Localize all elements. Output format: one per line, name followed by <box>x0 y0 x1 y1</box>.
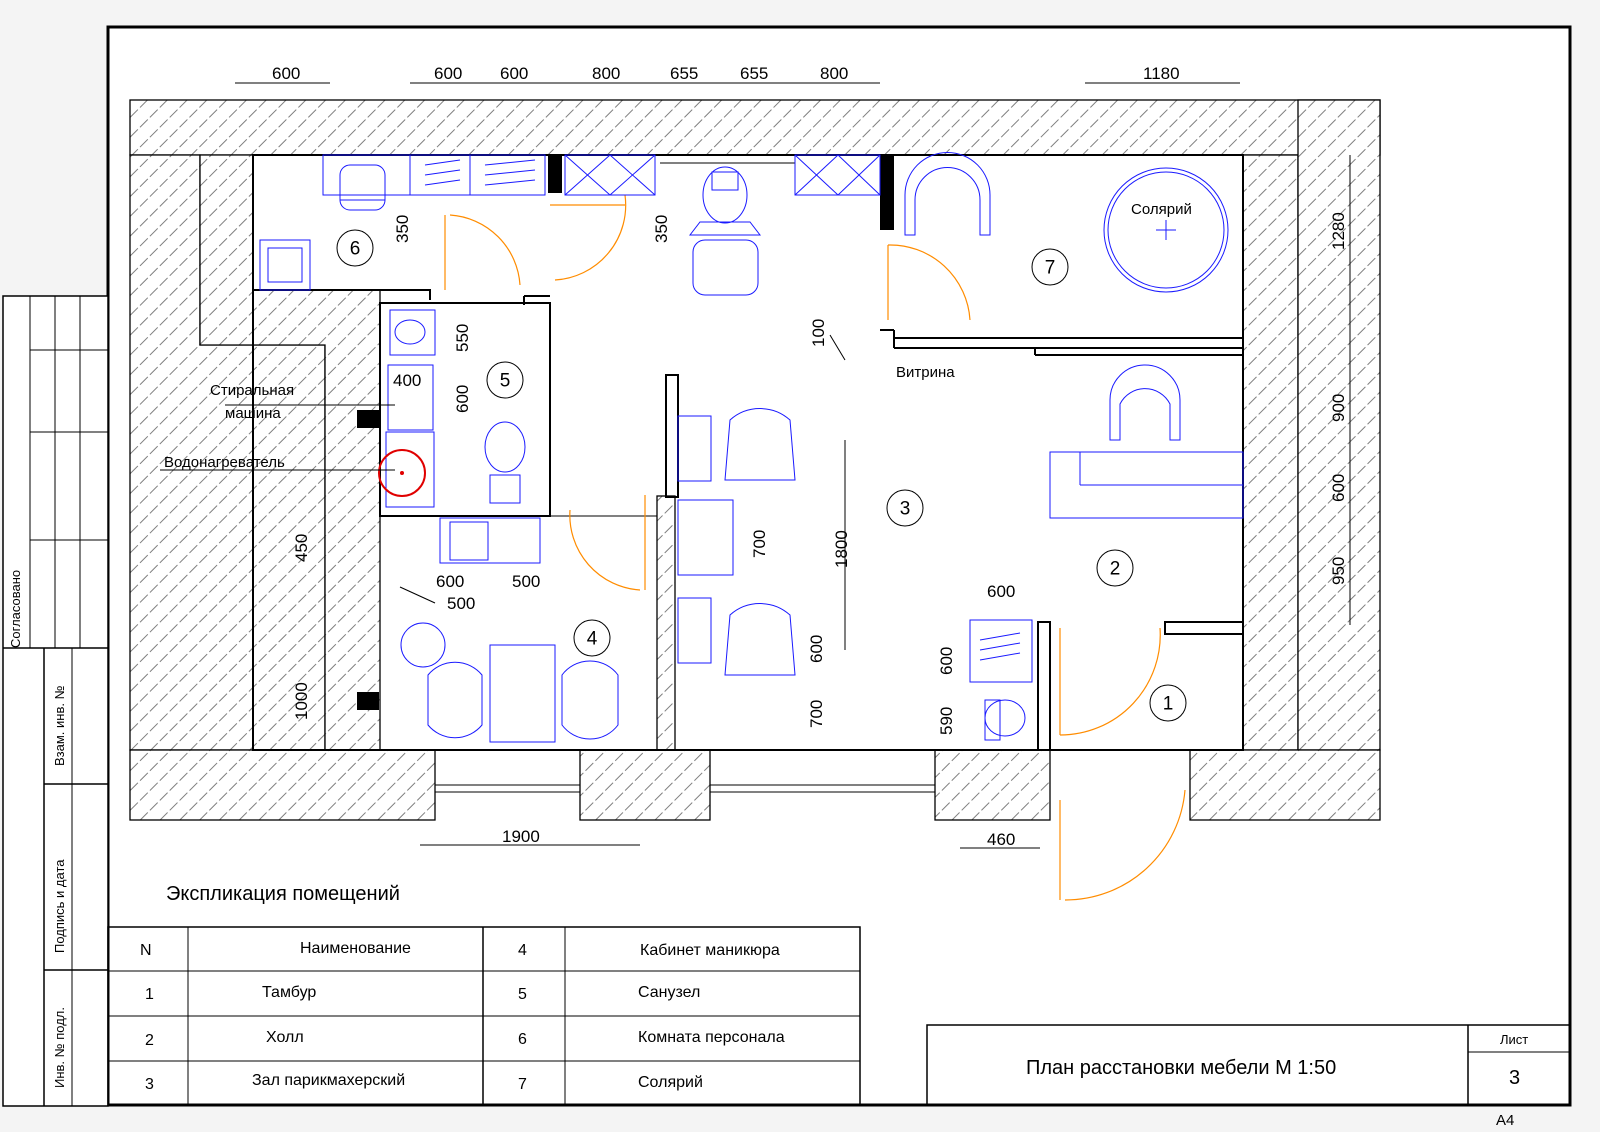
dim-top-1: 600 <box>272 64 300 83</box>
inv-orig-label: Инв. № подл. <box>52 1007 67 1088</box>
dim-right-1: 1280 <box>1329 212 1348 250</box>
dim-inner-100: 100 <box>809 319 828 347</box>
dim-inner-700-a: 700 <box>750 530 769 558</box>
dim-inner-600-d: 600 <box>987 582 1015 601</box>
walls <box>129 99 1381 821</box>
windows <box>435 162 935 793</box>
dim-top-8: 1180 <box>1143 64 1180 83</box>
table-row-name: Комната персонала <box>638 1029 785 1046</box>
dim-inner-590: 590 <box>937 707 956 735</box>
wall-partition-4-3 <box>656 495 676 751</box>
dim-inner-350-b: 350 <box>652 215 671 243</box>
washing-machine-label-2: машина <box>225 405 281 422</box>
room-number-2: 2 <box>1110 559 1121 580</box>
explication-title: Экспликация помещений <box>166 883 400 905</box>
vent-icon <box>357 410 379 428</box>
paper-format: А4 <box>1496 1112 1514 1129</box>
dim-top-3: 600 <box>500 64 528 83</box>
table-row-n: 6 <box>518 1031 527 1048</box>
dimension-lines <box>235 82 1351 849</box>
table-row-n: 3 <box>145 1076 154 1093</box>
dim-right-3: 600 <box>1329 474 1348 502</box>
wall-bottom-3 <box>934 749 1051 821</box>
dim-inner-600-c: 600 <box>807 635 826 663</box>
title-block: План расстановки мебели М 1:50 Лист 3 А4 <box>926 1024 1571 1129</box>
table-row-n: 4 <box>518 942 527 959</box>
room-number-6: 6 <box>350 239 361 260</box>
dim-top-4: 800 <box>592 64 620 83</box>
table-header-name: Наименование <box>300 940 411 957</box>
leader-lines <box>160 334 846 604</box>
table-row-name: Санузел <box>638 984 700 1001</box>
room-number-3: 3 <box>900 499 911 520</box>
table-row-name: Зал парикмахерский <box>252 1072 405 1089</box>
doors <box>444 194 1186 901</box>
dim-inner-1000: 1000 <box>292 682 311 720</box>
vitrina-label: Витрина <box>896 364 955 381</box>
wall-top <box>129 99 1381 156</box>
wall-bottom-1 <box>129 749 436 821</box>
water-heater-icon <box>378 449 426 497</box>
table-row-n: 2 <box>145 1032 154 1049</box>
table-row-name: Солярий <box>638 1074 703 1091</box>
dim-inner-600-e: 600 <box>937 647 956 675</box>
dim-inner-400: 400 <box>393 371 421 390</box>
dim-inner-350-a: 350 <box>393 215 412 243</box>
room-number-5: 5 <box>500 371 511 392</box>
table-row-n: 1 <box>145 986 154 1003</box>
wall-bottom-2 <box>579 749 711 821</box>
sheet-number: 3 <box>1509 1067 1520 1089</box>
vent-icon <box>357 692 379 710</box>
sheet-label: Лист <box>1500 1032 1528 1047</box>
dim-bottom-1900: 1900 <box>502 827 540 846</box>
dim-inner-1800: 1800 <box>832 530 851 568</box>
dim-top-7: 800 <box>820 64 848 83</box>
dim-inner-550: 550 <box>453 324 472 352</box>
table-row-name: Кабинет маникюра <box>640 942 780 959</box>
wall-right-inner <box>1242 154 1299 751</box>
furniture <box>259 152 1244 743</box>
room-number-7: 7 <box>1045 258 1056 279</box>
dim-inner-500-a: 500 <box>512 572 540 591</box>
wall-bottom-4 <box>1189 749 1381 821</box>
sign-date-label: Подпись и дата <box>52 859 67 953</box>
table-row-name: Тамбур <box>262 984 316 1001</box>
dim-bottom-460: 460 <box>987 830 1015 849</box>
dim-top-5: 655 <box>670 64 698 83</box>
replace-inv-label: Взам. инв. № <box>52 685 67 766</box>
dim-top-2: 600 <box>434 64 462 83</box>
dim-inner-450: 450 <box>292 534 311 562</box>
table-row-name: Холл <box>266 1029 304 1046</box>
table-row-n: 7 <box>518 1076 527 1093</box>
side-stamp: Согласовано Взам. инв. № Подпись и дата … <box>2 295 109 1107</box>
dim-inner-600-b: 600 <box>436 572 464 591</box>
room-markers: 1 2 3 4 5 6 7 <box>336 229 1187 722</box>
drawing-title: План расстановки мебели М 1:50 <box>1026 1057 1336 1079</box>
dim-inner-500-b: 500 <box>447 594 475 613</box>
agreed-label: Согласовано <box>8 570 23 648</box>
dim-inner-700-b: 700 <box>807 700 826 728</box>
water-heater-center-dot <box>400 471 404 475</box>
table-row-n: 5 <box>518 986 527 1003</box>
room-number-4: 4 <box>587 629 598 650</box>
dim-top-6: 655 <box>740 64 768 83</box>
table-header-n: N <box>140 942 152 959</box>
water-heater-label: Водонагреватель <box>164 454 285 471</box>
room-outlines <box>129 154 1244 751</box>
dim-inner-600-a: 600 <box>453 385 472 413</box>
solarium-label: Солярий <box>1131 201 1192 218</box>
explication-table: Экспликация помещений N Наименование 1 Т… <box>107 883 861 1106</box>
room-number-1: 1 <box>1163 694 1174 715</box>
washing-machine-label-1: Стиральная <box>210 382 294 399</box>
dim-right-4: 950 <box>1329 557 1348 585</box>
dim-right-2: 900 <box>1329 394 1348 422</box>
wall-right-outer <box>1297 99 1381 751</box>
